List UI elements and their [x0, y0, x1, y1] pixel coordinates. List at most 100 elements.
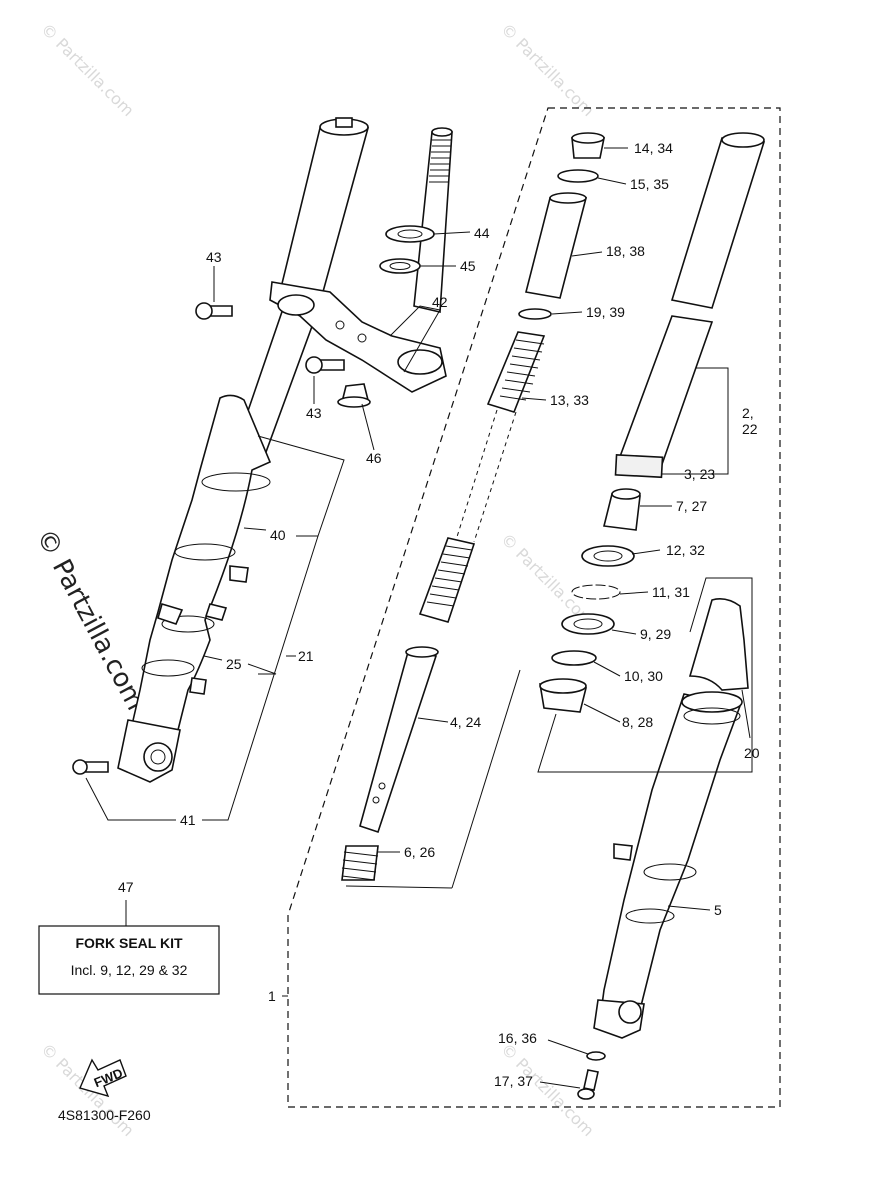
- fork-seal-kit: 47 FORK SEAL KIT Incl. 9, 12, 29 & 32: [38, 879, 220, 995]
- leader-19-39: [551, 311, 583, 315]
- disassembled-parts-right: [539, 132, 766, 1100]
- outer-tube-5-top: [681, 691, 743, 713]
- leader-40-b: [243, 527, 267, 531]
- o-ring-15: [557, 169, 599, 183]
- inner-tube-2-top: [721, 132, 765, 148]
- bolt-17: [583, 1069, 599, 1091]
- caliper-mount-lower: [189, 677, 207, 695]
- leader-10-30: [593, 661, 621, 677]
- assembled-fork-left: [117, 117, 370, 783]
- leader-6-26-bracket: [345, 885, 453, 889]
- callout-labels: 14, 34 15, 35 18, 38 19, 39 13, 33 2, 22…: [180, 140, 760, 1089]
- leader-42: [389, 305, 441, 373]
- leader-12-32: [631, 549, 661, 555]
- leader-11-31: [619, 591, 649, 595]
- washer-16: [586, 1051, 606, 1061]
- callout-8-28: 8, 28: [622, 714, 653, 730]
- watermark-large: © Partzilla.com: [30, 524, 151, 715]
- leader-13-33: [521, 397, 547, 401]
- outer-tube-5-ring: [683, 707, 741, 725]
- slide-bushing-7-top: [611, 488, 641, 500]
- callout-44: 44: [474, 225, 490, 241]
- callout-21: 21: [298, 648, 314, 664]
- leader-lines: [72, 147, 753, 1089]
- rebound-spring-6-coils: [341, 851, 379, 881]
- seal-45: [379, 258, 421, 274]
- callout-46: 46: [366, 450, 382, 466]
- damper-rod-4-hole-1: [378, 782, 386, 790]
- spring-coils-upper: [499, 339, 545, 401]
- leader-9-29: [611, 629, 637, 635]
- callout-41: 41: [180, 812, 196, 828]
- callout-43-upper: 43: [206, 249, 222, 265]
- bolt-41-head: [72, 759, 88, 775]
- oil-seal-9-inner: [573, 618, 603, 630]
- callout-40: 40: [270, 527, 286, 543]
- callout-10-30: 10, 30: [624, 668, 663, 684]
- leader-4-24-bracket: [451, 669, 521, 889]
- callout-4-24: 4, 24: [450, 714, 481, 730]
- cap-bolt-left: [335, 117, 353, 128]
- leader-44: [433, 231, 471, 235]
- diagram-code: 4S81300-F260: [58, 1107, 151, 1123]
- caliper-mount-upper: [229, 565, 249, 583]
- inner-tube-2-upper: [670, 137, 766, 309]
- outer-tube-5-axle-hole: [618, 1000, 642, 1024]
- outer-tube-ring-4: [141, 659, 195, 677]
- bracket-clamp-right: [397, 349, 443, 375]
- fender-mount-right: [204, 603, 228, 621]
- callout-13-33: 13, 33: [550, 392, 589, 408]
- steering-stem-shaft: [413, 131, 453, 313]
- washer-19: [518, 308, 552, 320]
- callout-20: 20: [744, 745, 760, 761]
- callout-7-27: 7, 27: [676, 498, 707, 514]
- damper-rod-4-top: [405, 646, 439, 658]
- fender-mount-left: [157, 603, 184, 625]
- oil-seal-9: [561, 613, 615, 635]
- leader-4-24: [417, 717, 449, 723]
- inner-tube-upper-left: [277, 127, 370, 311]
- callout-5: 5: [714, 902, 722, 918]
- inner-tube-2-bushing: [614, 454, 664, 479]
- callout-42: 42: [432, 294, 448, 310]
- fwd-indicator: FWD: [79, 1058, 127, 1098]
- callout-18-38: 18, 38: [606, 243, 645, 259]
- steering-stem-assembly: [195, 127, 453, 408]
- inner-tube-2-lower: [616, 315, 714, 471]
- seal-45-inner: [389, 262, 411, 270]
- callout-2: 2,: [742, 405, 754, 421]
- kit-subtitle: Incl. 9, 12, 29 & 32: [71, 962, 188, 978]
- callout-15-35: 15, 35: [630, 176, 669, 192]
- bolt-17-head: [577, 1088, 595, 1100]
- leader-18-38: [571, 251, 603, 257]
- damper-rod-4: [359, 651, 438, 834]
- fork-spring-13-upper: [486, 331, 546, 413]
- leader-8-28: [583, 703, 621, 723]
- axle-hole-inner-left: [150, 749, 166, 765]
- outer-tube-ring-3: [161, 615, 215, 633]
- leader-5: [667, 905, 711, 911]
- callout-9-29: 9, 29: [640, 626, 671, 642]
- bolt-43-lower-head: [305, 356, 323, 374]
- callout-12-32: 12, 32: [666, 542, 705, 558]
- spacer-18-top: [549, 192, 587, 204]
- bracket-bolt-hole-1: [335, 320, 345, 330]
- outer-tube-20: [688, 598, 749, 691]
- watermark-top-center: © Partzilla.com: [497, 19, 598, 120]
- callout-45: 45: [460, 258, 476, 274]
- dust-seal-12: [581, 545, 635, 567]
- leader-2-22-bracket: [662, 367, 729, 475]
- dust-seal-12-inner: [593, 550, 623, 562]
- outer-tube-5-ring-3: [625, 908, 675, 924]
- bracket-clamp-left: [277, 294, 315, 316]
- spacer-18: [525, 197, 588, 299]
- leader-20: [741, 689, 751, 739]
- callout-1: 1: [268, 988, 276, 1004]
- washer-10: [551, 650, 597, 666]
- leader-21: [202, 535, 319, 821]
- circlip-11: [571, 584, 621, 600]
- outer-tube-5-ring-2: [643, 863, 697, 881]
- callout-14-34: 14, 34: [634, 140, 673, 156]
- assembly-1-boundary: [287, 107, 781, 1108]
